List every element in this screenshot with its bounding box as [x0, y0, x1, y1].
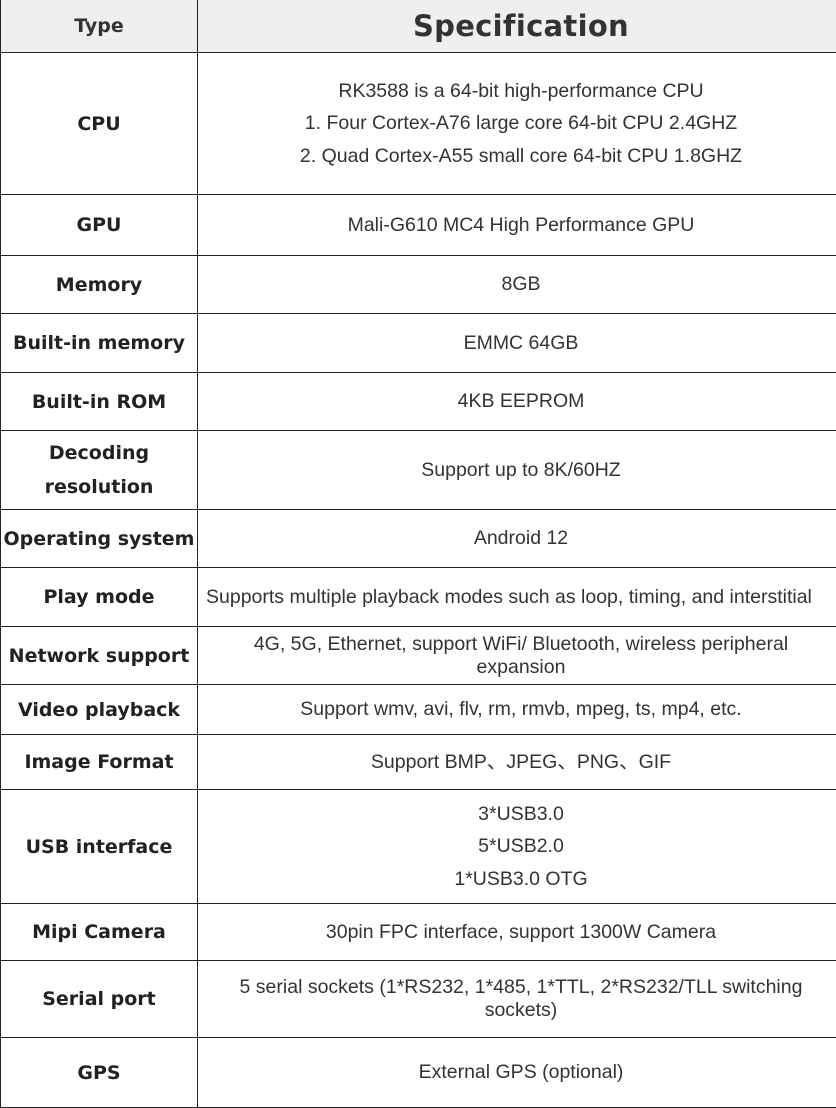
row-type: Memory — [1, 256, 198, 314]
spec-line: 5 serial sockets (1*RS232, 1*485, 1*TTL,… — [198, 976, 836, 999]
table-row: Play mode Supports multiple playback mod… — [1, 568, 836, 627]
spec-line: 2. Quad Cortex-A55 small core 64-bit CPU… — [198, 140, 836, 173]
row-type: Mipi Camera — [1, 904, 198, 961]
spec-line: sockets) — [198, 999, 836, 1022]
row-spec: Support up to 8K/60HZ — [198, 431, 836, 510]
row-spec: Android 12 — [198, 510, 836, 568]
row-spec: 8GB — [198, 256, 836, 314]
row-type: GPU — [1, 195, 198, 256]
table-row: Built-in ROM 4KB EEPROM — [1, 373, 836, 431]
row-spec: RK3588 is a 64-bit high-performance CPU … — [198, 53, 836, 195]
table-row: GPS External GPS (optional) — [1, 1038, 836, 1108]
header-type: Type — [1, 0, 198, 53]
spec-line: 1*USB3.0 OTG — [198, 863, 836, 896]
table-row: Operating system Android 12 — [1, 510, 836, 568]
row-spec: External GPS (optional) — [198, 1038, 836, 1108]
spec-line: 5*USB2.0 — [198, 830, 836, 863]
type-line: resolution — [45, 476, 154, 498]
row-spec: Support BMP、JPEG、PNG、GIF — [198, 735, 836, 790]
table-row: Decoding resolution Support up to 8K/60H… — [1, 431, 836, 510]
table-row: Memory 8GB — [1, 256, 836, 314]
row-spec: 4KB EEPROM — [198, 373, 836, 431]
row-type: Decoding resolution — [1, 431, 198, 510]
table-row: Image Format Support BMP、JPEG、PNG、GIF — [1, 735, 836, 790]
type-line: Decoding — [49, 442, 149, 464]
table-row: Video playback Support wmv, avi, flv, rm… — [1, 685, 836, 735]
header-row: Type Specification — [1, 0, 836, 53]
spec-line: 4G, 5G, Ethernet, support WiFi/ Bluetoot… — [198, 633, 836, 656]
row-type: Video playback — [1, 685, 198, 735]
row-spec: EMMC 64GB — [198, 314, 836, 373]
row-type: CPU — [1, 53, 198, 195]
table-row: USB interface 3*USB3.0 5*USB2.0 1*USB3.0… — [1, 790, 836, 904]
row-spec: Support wmv, avi, flv, rm, rmvb, mpeg, t… — [198, 685, 836, 735]
table-row: CPU RK3588 is a 64-bit high-performance … — [1, 53, 836, 195]
table-row: Mipi Camera 30pin FPC interface, support… — [1, 904, 836, 961]
table-row: GPU Mali-G610 MC4 High Performance GPU — [1, 195, 836, 256]
row-spec: 3*USB3.0 5*USB2.0 1*USB3.0 OTG — [198, 790, 836, 904]
row-spec: 30pin FPC interface, support 1300W Camer… — [198, 904, 836, 961]
table-row: Built-in memory EMMC 64GB — [1, 314, 836, 373]
row-type: GPS — [1, 1038, 198, 1108]
spec-line: 3*USB3.0 — [198, 798, 836, 831]
row-spec: Supports multiple playback modes such as… — [198, 568, 836, 627]
row-spec: 5 serial sockets (1*RS232, 1*485, 1*TTL,… — [198, 961, 836, 1038]
row-type: Network support — [1, 627, 198, 685]
row-type: Built-in ROM — [1, 373, 198, 431]
row-type: Image Format — [1, 735, 198, 790]
table-row: Serial port 5 serial sockets (1*RS232, 1… — [1, 961, 836, 1038]
row-type: Built-in memory — [1, 314, 198, 373]
row-spec: Mali-G610 MC4 High Performance GPU — [198, 195, 836, 256]
row-spec: 4G, 5G, Ethernet, support WiFi/ Bluetoot… — [198, 627, 836, 685]
header-specification: Specification — [198, 0, 836, 53]
row-type: Serial port — [1, 961, 198, 1038]
spec-line: 1. Four Cortex-A76 large core 64-bit CPU… — [198, 107, 836, 140]
table-row: Network support 4G, 5G, Ethernet, suppor… — [1, 627, 836, 685]
spec-line: RK3588 is a 64-bit high-performance CPU — [198, 75, 836, 108]
spec-line: expansion — [198, 656, 836, 679]
row-type: Play mode — [1, 568, 198, 627]
row-type: USB interface — [1, 790, 198, 904]
row-type: Operating system — [1, 510, 198, 568]
